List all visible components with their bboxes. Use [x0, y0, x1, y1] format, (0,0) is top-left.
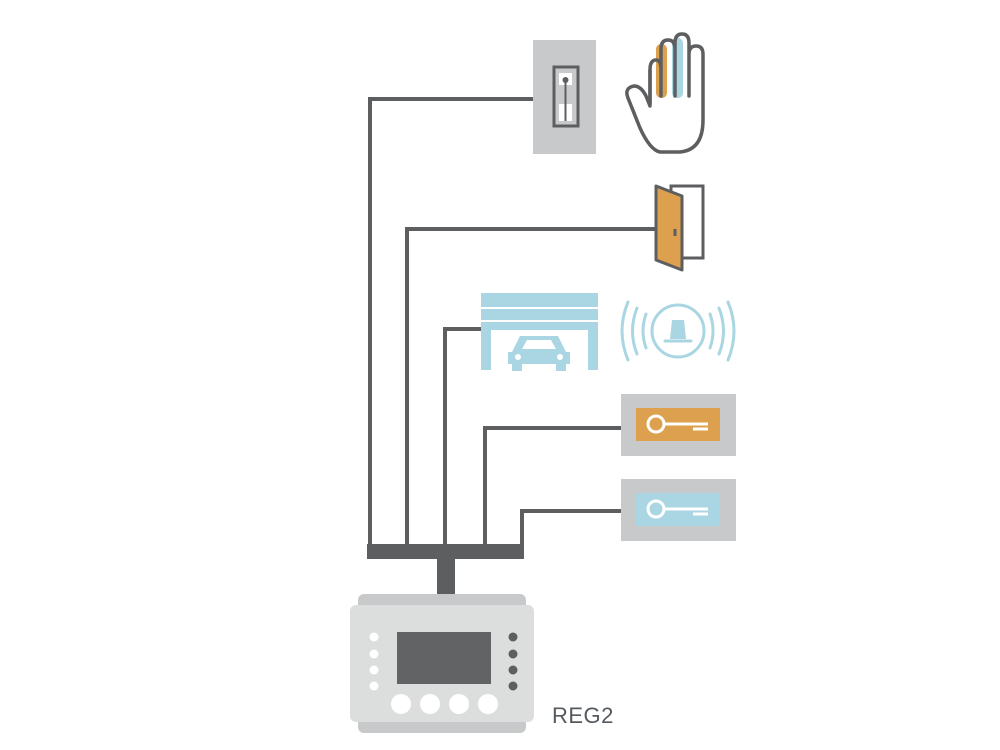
bus-stem	[437, 557, 455, 595]
bus-bar	[367, 544, 524, 559]
device-screen	[397, 632, 491, 684]
garage-car-icon	[481, 293, 598, 371]
reg2-device	[350, 594, 534, 733]
wire-key-blue	[520, 509, 622, 545]
alarm-siren-icon	[620, 300, 736, 362]
door-icon	[654, 184, 705, 272]
wire-key-orange	[483, 426, 622, 545]
wire-reader	[368, 97, 533, 545]
wires	[368, 97, 656, 545]
device-buttons	[391, 694, 498, 714]
device-leds-left	[369, 632, 379, 691]
key-icon	[646, 414, 708, 434]
device-leds-right	[508, 632, 518, 691]
wire-door	[405, 227, 656, 545]
key-switch-orange	[621, 394, 736, 456]
card-reader-icon	[533, 40, 596, 154]
key-switch-blue	[621, 479, 736, 541]
hand-icon	[625, 32, 705, 154]
key-icon	[646, 499, 708, 519]
wire-garage	[443, 327, 481, 545]
device-label: REG2	[552, 703, 614, 728]
